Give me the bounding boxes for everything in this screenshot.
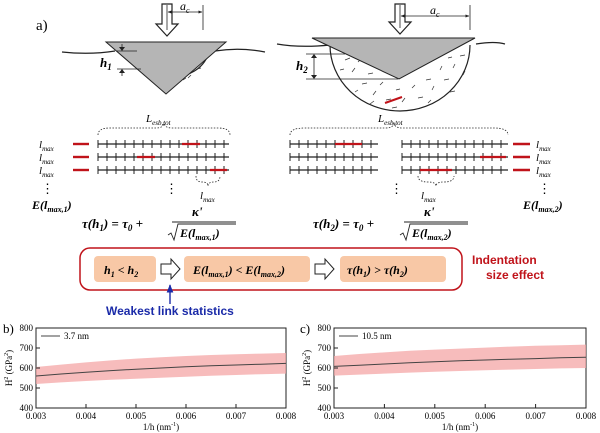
flow-arrow-2-icon — [314, 257, 335, 281]
x-axis-label: 1/h (nm-1) — [143, 422, 179, 432]
right-weakest-link — [384, 96, 403, 104]
right-chain-diagram: Lesb,tot lmax lmax lmax ⋮ ⋮ E(lmax,2) lm… — [289, 113, 563, 242]
y-axis-label: H2 (GPa2) — [4, 350, 14, 386]
left-kappa: κ' — [192, 204, 203, 219]
left-ac-label: ac — [180, 0, 190, 15]
left-tau-formula: τ(h1) = τ0 + — [82, 216, 143, 233]
left-indenter — [104, 41, 228, 95]
flow-box-E-text: E(lmax,1) < E(lmax,2) — [192, 263, 285, 279]
weakest-link-label: Weakest link statistics — [106, 304, 234, 318]
x-tick-label: 0.003 — [324, 411, 345, 421]
left-sqrt-E: E(lmax,1) — [179, 226, 220, 242]
flow-box-h-text: h1 < h2 — [104, 263, 138, 279]
flow-box-tau — [340, 256, 446, 282]
panel-label: b) — [3, 321, 14, 336]
left-lmax-row-2: lmax — [39, 152, 55, 166]
right-tau-formula: τ(h2) = τ0 + — [313, 216, 374, 233]
right-chain-rows — [289, 140, 508, 174]
left-lesb-label: Lesb,tot — [145, 113, 172, 127]
right-indent-schematic: ac h2 — [276, 3, 506, 112]
y-tick-label: 700 — [20, 343, 34, 353]
left-indent-schematic: ac h1 — [61, 0, 266, 95]
left-h-label: h1 — [100, 55, 112, 72]
x-tick-label: 0.004 — [374, 411, 395, 421]
right-lmax-row-2: lmax — [536, 152, 552, 166]
y-tick-label: 500 — [20, 383, 34, 393]
panel-label: c) — [300, 321, 310, 336]
x-tick-label: 0.008 — [276, 411, 297, 421]
legend: 3.7 nm — [41, 331, 89, 341]
right-kappa: κ' — [424, 204, 435, 219]
x-tick-label: 0.008 — [576, 411, 597, 421]
y-tick-label: 400 — [20, 403, 34, 413]
right-dislocation-marks — [339, 54, 466, 109]
left-E-label: E(lmax,1) — [31, 198, 72, 214]
legend-label: 3.7 nm — [64, 331, 89, 341]
x-tick-label: 0.005 — [425, 411, 446, 421]
x-tick-label: 0.004 — [76, 411, 97, 421]
right-lmax-row-3: lmax — [536, 165, 552, 179]
x-tick-label: 0.007 — [525, 411, 546, 421]
x-axis-label: 1/h (nm-1) — [442, 422, 478, 432]
y-tick-label: 700 — [318, 343, 332, 353]
flow-diagram: h1 < h2 E(lmax,1) < E(lmax,2) τ(h1) > τ(… — [79, 247, 544, 318]
chart-c: 0.003 0.004 0.005 0.006 0.007 0.008 400 500 600 7… — [300, 321, 597, 432]
left-lmax-row-3: lmax — [39, 165, 55, 179]
left-lmax-under: lmax — [200, 190, 216, 204]
right-lmax-row-1: lmax — [536, 139, 552, 153]
y-tick-label: 400 — [318, 403, 332, 413]
y-tick-label: 800 — [20, 323, 34, 333]
legend: 10.5 nm — [339, 331, 392, 341]
flow-box-E — [184, 256, 310, 282]
x-tick-label: 0.005 — [126, 411, 147, 421]
y-tick-label: 600 — [318, 363, 332, 373]
right-lmax-under: lmax — [421, 190, 437, 204]
x-tick-label: 0.006 — [475, 411, 496, 421]
left-chain-dots: ⋮ — [165, 181, 178, 196]
y-tick-label: 600 — [20, 363, 34, 373]
ise-line-2: size effect — [486, 268, 544, 282]
right-h-label: h2 — [296, 58, 308, 75]
flow-arrow-1-icon — [160, 257, 181, 281]
legend-label: 10.5 nm — [362, 331, 392, 341]
x-tick-label: 0.003 — [26, 411, 47, 421]
flow-box-tau-text: τ(h1) > τ(h2) — [347, 263, 408, 279]
mean-line — [333, 356, 587, 367]
chart-b: 0.003 0.004 0.005 0.006 0.007 0.008 400 500 600 7… — [3, 321, 297, 432]
left-chain-rows — [97, 140, 229, 174]
x-tick-label: 0.007 — [226, 411, 247, 421]
y-tick-label: 500 — [318, 383, 332, 393]
mean-line — [35, 362, 287, 377]
left-lmax-row-1: lmax — [39, 139, 55, 153]
ise-line-1: Indentation — [472, 253, 537, 267]
y-axis-label: H2 (GPa2) — [302, 350, 312, 386]
right-E-label: E(lmax,2) — [522, 198, 563, 214]
right-lesb-label: Lesb,tot — [377, 113, 404, 127]
panel-a-label: a) — [36, 18, 48, 34]
y-tick-label: 800 — [318, 323, 332, 333]
flow-box-h — [94, 256, 156, 282]
right-ac-label: ac — [430, 3, 440, 19]
left-dots: ⋮ — [41, 181, 54, 196]
right-chain-dots: ⋮ — [390, 181, 403, 196]
right-dots: ⋮ — [538, 181, 551, 196]
confidence-band — [334, 344, 586, 376]
right-indenter — [311, 37, 476, 80]
x-tick-label: 0.006 — [176, 411, 197, 421]
right-sqrt-E: E(lmax,2) — [411, 226, 452, 242]
left-chain-diagram: Lesb,tot lmax lmax lmax ⋮ ⋮ E(lmax,1) lm… — [31, 113, 236, 242]
